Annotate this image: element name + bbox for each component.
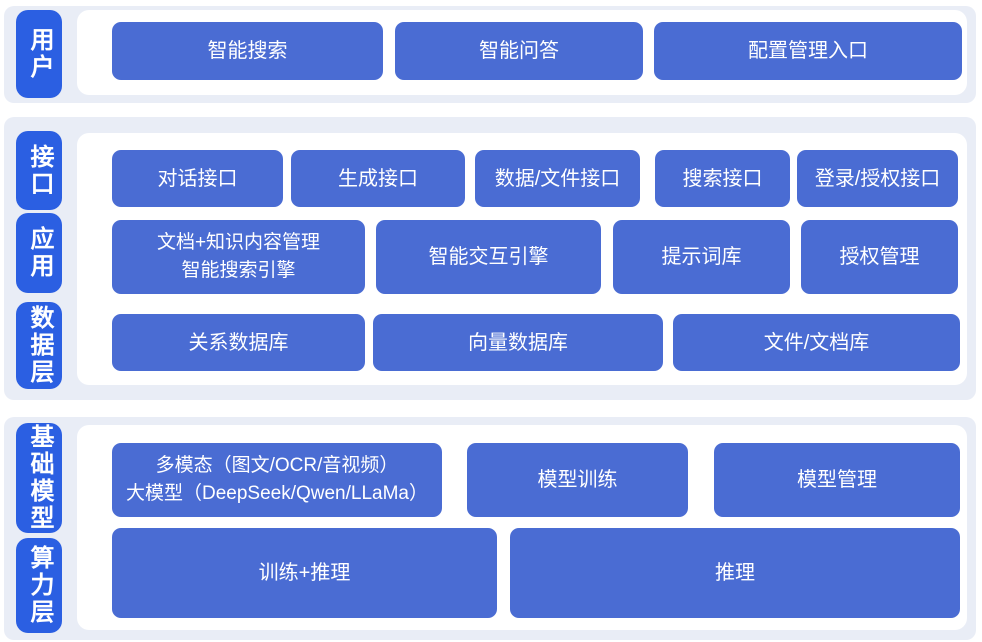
- node-vector-db: 向量数据库: [373, 314, 663, 371]
- layer-label-compute: 算力层: [16, 538, 62, 633]
- layer-label-interface: 接口: [16, 131, 62, 210]
- node-prompt-library: 提示词库: [613, 220, 790, 294]
- node-relational-db: 关系数据库: [112, 314, 365, 371]
- node-file-doc-store: 文件/文档库: [673, 314, 960, 371]
- node-auth-management: 授权管理: [801, 220, 958, 294]
- node-smart-qa: 智能问答: [395, 22, 643, 80]
- node-login-auth-api: 登录/授权接口: [797, 150, 958, 207]
- layer-label-data: 数据层: [16, 302, 62, 389]
- layer-label-application: 应用: [16, 213, 62, 293]
- node-generation-api: 生成接口: [291, 150, 465, 207]
- node-config-entry: 配置管理入口: [654, 22, 962, 80]
- node-dialog-api: 对话接口: [112, 150, 283, 207]
- node-training-inference: 训练+推理: [112, 528, 497, 618]
- layer-label-foundation-model: 基础模型: [16, 423, 62, 533]
- node-interaction-engine: 智能交互引擎: [376, 220, 601, 294]
- node-data-file-api: 数据/文件接口: [475, 150, 640, 207]
- node-doc-knowledge-line1: 文档+知识内容管理: [156, 231, 321, 253]
- node-doc-knowledge-engine: 文档+知识内容管理 智能搜索引擎: [112, 220, 365, 294]
- node-model-training: 模型训练: [467, 443, 688, 517]
- node-model-management: 模型管理: [714, 443, 960, 517]
- node-multimodal-line2: 大模型（DeepSeek/Qwen/LLaMa）: [125, 483, 428, 504]
- node-inference: 推理: [510, 528, 960, 618]
- node-multimodal-llm: 多模态（图文/OCR/音视频） 大模型（DeepSeek/Qwen/LLaMa）: [112, 443, 442, 517]
- node-smart-search: 智能搜索: [112, 22, 383, 80]
- node-doc-knowledge-line2: 智能搜索引擎: [181, 260, 296, 281]
- node-search-api: 搜索接口: [655, 150, 790, 207]
- node-multimodal-line1: 多模态（图文/OCR/音视频）: [155, 454, 399, 476]
- layer-label-user: 用户: [16, 10, 62, 98]
